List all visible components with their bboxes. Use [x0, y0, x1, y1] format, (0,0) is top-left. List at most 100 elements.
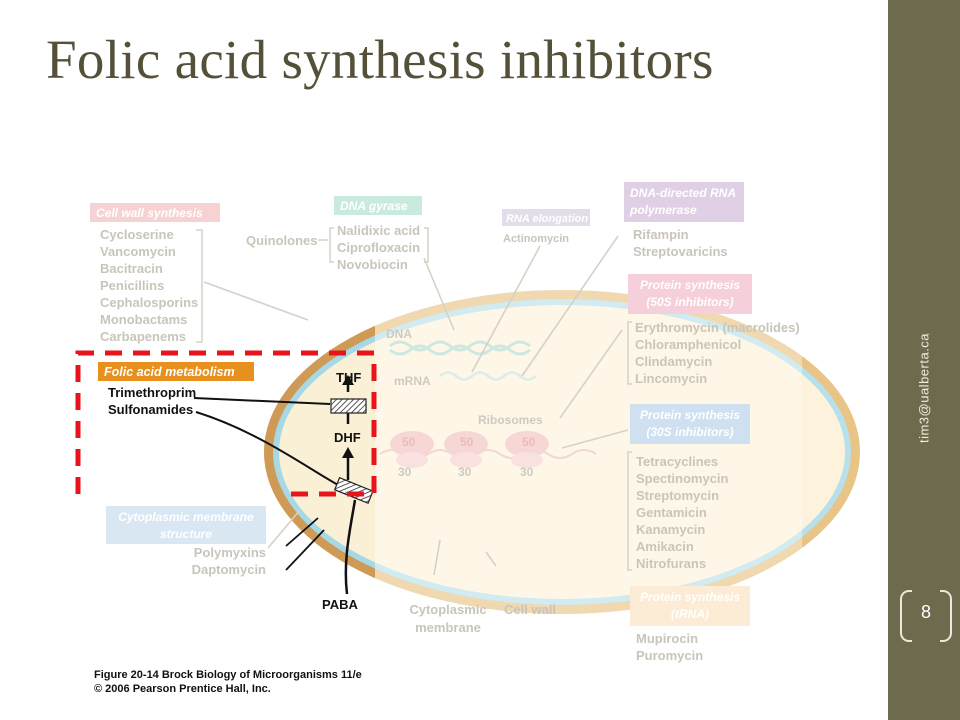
label-thf: THF — [336, 370, 361, 385]
protein-50s-drug-list: Erythromycin (macrolides) Chloramphenico… — [635, 320, 800, 386]
drug-lincomycin: Lincomycin — [635, 371, 707, 386]
drug-puromycin: Puromycin — [636, 648, 703, 663]
drug-penicillins: Penicillins — [100, 278, 164, 293]
label-ribosome-30-a: 30 — [398, 465, 412, 479]
daptomycin-pointer — [285, 529, 325, 571]
drug-bacitracin: Bacitracin — [100, 261, 163, 276]
label-cytoplasmic-membrane-2: membrane — [415, 620, 481, 635]
highlight-dashed-box — [75, 350, 377, 497]
polymyxins-pointer — [285, 517, 319, 547]
group-membrane-structure: Cytoplasmic membrane structure Polymyxin… — [106, 506, 266, 577]
group-cell-wall-synthesis: Cell wall synthesis Cycloserine Vancomyc… — [90, 203, 220, 344]
group-protein-trna: Protein synthesis (tRNA) Mupirocin Purom… — [630, 586, 750, 663]
drug-trimethroprim: Trimethroprim — [108, 385, 196, 400]
antibiotic-targets-figure: Cell wall synthesis Cycloserine Vancomyc… — [75, 182, 860, 695]
mrna-strand — [439, 371, 537, 381]
page-number-box: 8 — [900, 590, 952, 642]
drug-spectinomycin: Spectinomycin — [636, 471, 729, 486]
rna-polymerase-header-1: DNA-directed RNA — [630, 186, 736, 200]
folic-acid-header: Folic acid metabolism — [104, 365, 235, 379]
page-bracket-right — [940, 590, 952, 642]
group-protein-30s: Protein synthesis (30S inhibitors) Tetra… — [627, 404, 750, 571]
label-ribosome-50-c: 50 — [522, 435, 536, 449]
thf-arrowhead — [342, 375, 354, 385]
page-bracket-left — [900, 590, 912, 642]
label-dna: DNA — [386, 327, 412, 341]
dna-strand-2 — [389, 344, 531, 356]
label-mrna: mRNA — [394, 374, 431, 388]
page-number: 8 — [920, 602, 931, 622]
group-rna-polymerase: DNA-directed RNA polymerase Rifampin Str… — [624, 182, 744, 259]
drug-streptovaricins: Streptovaricins — [633, 244, 728, 259]
cell-wall-synthesis-header-box — [90, 203, 220, 222]
drug-gentamicin: Gentamicin — [636, 505, 707, 520]
gyrase-bracket-right — [424, 227, 429, 263]
dna-gyrase-header: DNA gyrase — [340, 199, 408, 213]
label-cytoplasmic-membrane-1: Cytoplasmic — [409, 602, 486, 617]
protein-30s-header-1: Protein synthesis — [640, 408, 740, 422]
drug-rifampin: Rifampin — [633, 227, 689, 242]
rna-elongation-header: RNA elongation — [506, 213, 588, 225]
protein-trna-header-1: Protein synthesis — [640, 590, 740, 604]
drug-erythromycin: Erythromycin (macrolides) — [635, 320, 800, 335]
label-paba: PABA — [322, 597, 358, 612]
protein-30s-drug-list: Tetracyclines Spectinomycin Streptomycin… — [636, 454, 729, 571]
drug-amikacin: Amikacin — [636, 539, 694, 554]
label-ribosome-30-c: 30 — [520, 465, 534, 479]
drug-vancomycin: Vancomycin — [100, 244, 176, 259]
cell-interior-labels: DNA mRNA Ribosomes 50 50 50 30 30 30 — [386, 327, 543, 479]
drug-mupirocin: Mupirocin — [636, 631, 698, 646]
ribosome-large-2 — [444, 431, 488, 457]
gyrase-bracket-left — [318, 227, 334, 263]
protein-30s-header-box — [630, 404, 750, 444]
protein-30s-header-2: (30S inhibitors) — [646, 425, 733, 439]
highlighted-cell-wedge — [264, 325, 375, 579]
drug-ciprofloxacin: Ciprofloxacin — [337, 240, 420, 255]
trimethoprim-pointer — [193, 397, 331, 405]
drug-kanamycin: Kanamycin — [636, 522, 705, 537]
ribosome-small-2 — [450, 452, 482, 468]
cell-wall-drug-list: Cycloserine Vancomycin Bacitracin Penici… — [100, 227, 198, 344]
drug-polymyxins: Polymyxins — [194, 545, 266, 560]
rna-polymerase-header-box — [624, 182, 744, 222]
footer-email: tim3@ualberta.ca — [916, 332, 932, 444]
label-cell-wall: Cell wall — [504, 602, 556, 617]
protein-50s-bracket — [627, 321, 632, 385]
figure-caption-1: Figure 20-14 Brock Biology of Microorgan… — [94, 669, 362, 681]
protein-trna-header-2: (tRNA) — [671, 607, 709, 621]
drug-tetracyclines: Tetracyclines — [636, 454, 718, 469]
folic-acid-header-box — [98, 362, 254, 381]
drug-streptomycin: Streptomycin — [636, 488, 719, 503]
cell-interior — [279, 305, 845, 599]
drug-actinomycin: Actinomycin — [503, 233, 569, 245]
gyrase-drug-list: Nalidixic acid Ciprofloxacin Novobiocin — [337, 223, 420, 272]
group-folic-acid-metabolism: Folic acid metabolism Trimethroprim Sulf… — [98, 362, 374, 612]
trimethoprim-block-icon — [330, 398, 367, 414]
pointer-lines — [203, 235, 629, 576]
drug-chloramphenicol: Chloramphenicol — [635, 337, 741, 352]
group-rna-elongation: RNA elongation Actinomycin — [502, 209, 590, 245]
cell-wall-synthesis-header: Cell wall synthesis — [96, 206, 203, 220]
quinolones-label: Quinolones — [246, 233, 318, 248]
label-ribosomes: Ribosomes — [478, 413, 543, 427]
label-ribosome-50-b: 50 — [460, 435, 474, 449]
label-ribosome-30-b: 30 — [458, 465, 472, 479]
ribosome-large-3 — [505, 431, 549, 457]
protein-50s-header-2: (50S inhibitors) — [646, 295, 733, 309]
drug-nitrofurans: Nitrofurans — [636, 556, 706, 571]
drug-monobactams: Monobactams — [100, 312, 187, 327]
membrane-structure-header-2: structure — [160, 527, 212, 541]
slide-title: Folic acid synthesis inhibitors — [46, 29, 714, 90]
rna-polymerase-header-2: polymerase — [629, 203, 697, 217]
protein-50s-header-1: Protein synthesis — [640, 278, 740, 292]
cell-wall-bracket — [196, 229, 203, 343]
bacterial-cell — [264, 290, 860, 614]
group-protein-50s: Protein synthesis (50S inhibitors) Eryth… — [627, 274, 800, 386]
drug-clindamycin: Clindamycin — [635, 354, 712, 369]
dhf-arrowhead — [342, 447, 354, 458]
ribosome-small-1 — [396, 452, 428, 468]
drug-novobiocin: Novobiocin — [337, 257, 408, 272]
drug-sulfonamides: Sulfonamides — [108, 402, 193, 417]
cell-structure-labels: Cytoplasmic membrane Cell wall — [409, 602, 556, 635]
drug-nalidixic-acid: Nalidixic acid — [337, 223, 420, 238]
